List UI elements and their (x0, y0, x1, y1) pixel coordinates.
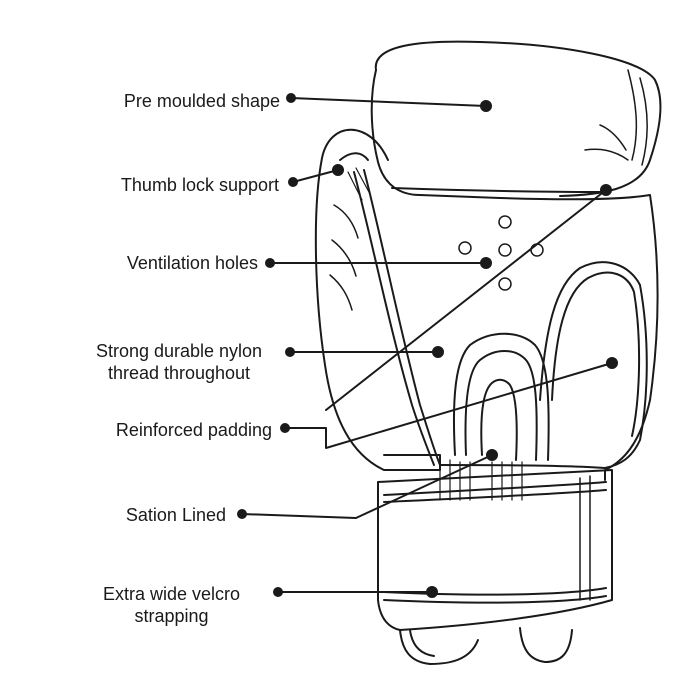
label-velcro-line2: strapping (134, 606, 209, 626)
label-ventilation-holes: Ventilation holes (126, 253, 258, 273)
satin-lining (452, 332, 550, 461)
label-reinforced-padding: Reinforced padding (115, 420, 272, 440)
thumb-outline (314, 128, 389, 471)
glove-body-outline (370, 69, 659, 481)
leader-lines (237, 93, 618, 598)
label-satin-lined: Sation Lined (125, 505, 226, 525)
label-pre-moulded-shape: Pre moulded shape (123, 91, 280, 111)
label-nylon-line2: thread throughout (107, 363, 251, 383)
label-nylon-thread: Strong durable nylon thread throughout (64, 340, 294, 384)
palm-panel (539, 261, 648, 469)
label-velcro-line1: Extra wide velcro (102, 584, 241, 604)
pre-moulded-pad (374, 40, 662, 197)
label-nylon-line1: Strong durable nylon (95, 341, 263, 361)
label-velcro-strapping: Extra wide velcro strapping (84, 583, 259, 627)
ventilation-holes (458, 215, 544, 291)
velcro-strap (377, 469, 613, 631)
label-thumb-lock-support: Thumb lock support (120, 175, 279, 195)
